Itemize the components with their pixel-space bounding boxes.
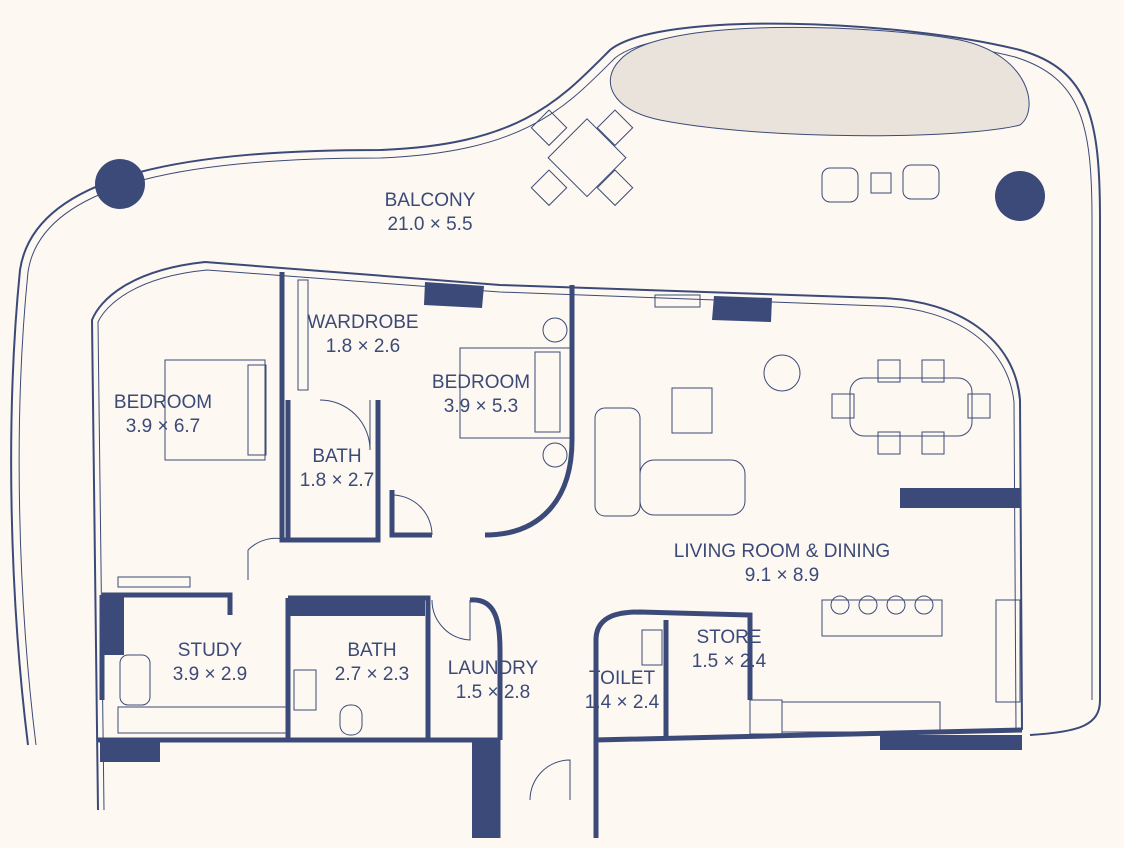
room-label-laundry: LAUNDRY 1.5 × 2.8 <box>448 658 539 703</box>
room-name: TOILET <box>589 668 656 689</box>
room-size: 2.7 × 2.3 <box>335 664 409 685</box>
room-size: 1.5 × 2.8 <box>456 682 530 703</box>
room-name: BATH <box>347 640 396 661</box>
room-size: 3.9 × 2.9 <box>173 664 247 685</box>
room-size: 1.4 × 2.4 <box>585 692 660 713</box>
furniture <box>117 279 1021 801</box>
balcony-outline <box>10 22 1101 746</box>
room-label-living-dining: LIVING ROOM & DINING 9.1 × 8.9 <box>674 541 890 586</box>
structural-columns <box>100 282 1022 838</box>
room-name: BALCONY <box>385 190 476 211</box>
room-label-wardrobe: WARDROBE 1.8 × 2.6 <box>307 312 418 357</box>
room-name: BEDROOM <box>432 372 530 393</box>
room-name: BATH <box>312 446 361 467</box>
room-size: 3.9 × 6.7 <box>126 416 200 437</box>
room-size: 1.5 × 2.4 <box>692 651 767 672</box>
plant-pot <box>95 159 145 209</box>
room-size: 21.0 × 5.5 <box>387 214 472 235</box>
room-size: 1.8 × 2.7 <box>300 470 374 491</box>
room-name: LIVING ROOM & DINING <box>674 541 890 562</box>
room-label-bath: BATH 2.7 × 2.3 <box>335 640 409 685</box>
room-label-bath: BATH 1.8 × 2.7 <box>300 446 374 491</box>
room-label-study: STUDY 3.9 × 2.9 <box>173 640 247 685</box>
plant-pot <box>995 171 1045 221</box>
room-label-bedroom: BEDROOM 3.9 × 5.3 <box>432 372 530 417</box>
room-name: STORE <box>696 627 761 648</box>
room-size: 3.9 × 5.3 <box>444 396 518 417</box>
interior-walls <box>98 272 1023 838</box>
balcony-dining-set <box>530 109 940 207</box>
room-label-balcony: BALCONY 21.0 × 5.5 <box>385 190 476 235</box>
room-size: 9.1 × 8.9 <box>745 565 819 586</box>
room-label-bedroom: BEDROOM 3.9 × 6.7 <box>114 392 212 437</box>
room-label-store: STORE 1.5 × 2.4 <box>692 627 767 672</box>
room-label-toilet: TOILET 1.4 × 2.4 <box>585 668 660 713</box>
room-name: BEDROOM <box>114 392 212 413</box>
room-name: STUDY <box>178 640 243 661</box>
room-name: WARDROBE <box>307 312 418 333</box>
room-name: LAUNDRY <box>448 658 539 679</box>
exterior-wall <box>90 260 1023 811</box>
room-size: 1.8 × 2.6 <box>326 336 400 357</box>
planter <box>610 26 1030 137</box>
